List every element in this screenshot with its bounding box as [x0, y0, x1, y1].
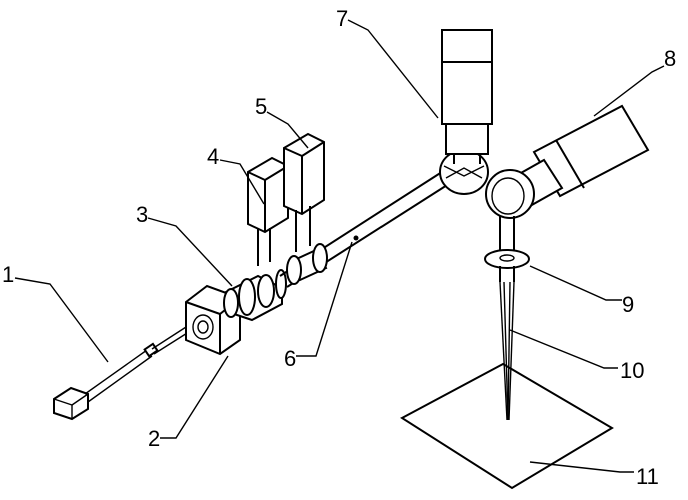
label-11: 11 — [636, 464, 659, 489]
scan-head — [486, 170, 534, 252]
light-source — [54, 318, 203, 419]
label-6: 6 — [284, 346, 296, 371]
label-7: 7 — [336, 6, 348, 31]
device-5 — [284, 134, 324, 252]
label-2: 2 — [148, 426, 160, 451]
device-4 — [248, 158, 288, 266]
label-9: 9 — [622, 292, 634, 317]
lens-group — [224, 270, 286, 320]
focus-ring — [485, 250, 529, 282]
label-4: 4 — [207, 144, 219, 169]
lens-pair — [287, 244, 327, 284]
label-1: 1 — [2, 262, 14, 287]
label-3: 3 — [136, 202, 148, 227]
label-10: 10 — [620, 358, 644, 383]
label-5: 5 — [255, 94, 267, 119]
label-8: 8 — [664, 46, 676, 71]
camera-unit — [442, 30, 492, 164]
